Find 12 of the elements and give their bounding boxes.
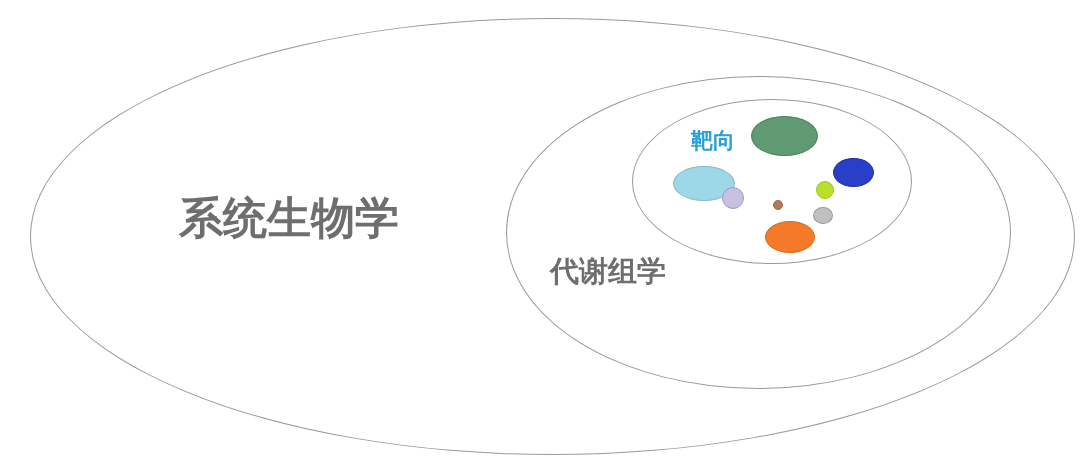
circle-shape [751,116,818,156]
circle-shape [813,207,833,224]
circle-shape [765,221,815,253]
set-label: 系统生物学 [179,191,399,245]
ellipse-outline [506,76,1011,389]
set-label: 靶向 [691,127,735,155]
circle-shape [816,181,834,199]
circle-shape [722,187,744,209]
circle-shape [833,158,874,187]
set-label: 代谢组学 [550,253,666,290]
circle-shape [773,200,783,210]
ellipse-outline [30,18,1075,455]
